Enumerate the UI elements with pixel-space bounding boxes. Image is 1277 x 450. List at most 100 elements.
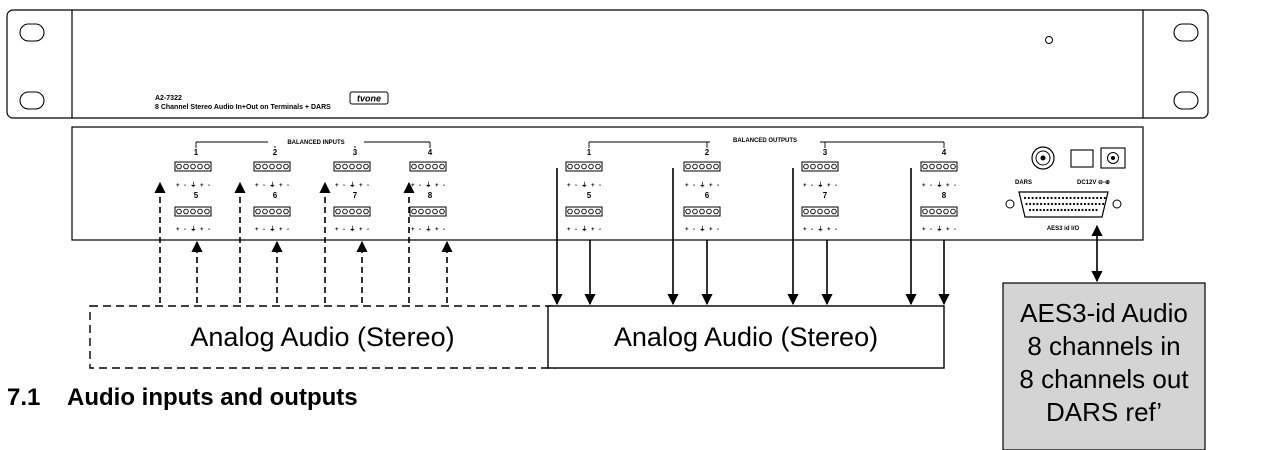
dsub-pin xyxy=(1098,202,1101,206)
svg-text:+ - ⏚ + -: + - ⏚ + - xyxy=(685,226,720,233)
dsub-pin xyxy=(1099,196,1103,200)
dsub-pin xyxy=(1058,196,1061,200)
output-channel-5: 5 xyxy=(587,191,592,200)
balanced-outputs-title: BALANCED OUTPUTS xyxy=(733,138,797,144)
svg-text:+ - ⏚ + -: + - ⏚ + - xyxy=(255,182,290,189)
dsub-pin xyxy=(1049,208,1053,212)
dsub-pin xyxy=(1094,202,1097,206)
dsub-pin xyxy=(1083,202,1086,206)
dsub-pin xyxy=(1061,196,1065,200)
dsub-pin xyxy=(1036,202,1039,206)
dsub-pin xyxy=(1096,196,1099,200)
dsub-pin xyxy=(1061,202,1065,206)
dsub-pin xyxy=(1065,202,1068,206)
output-channel-7: 7 xyxy=(823,191,828,200)
svg-text:+ - ⏚ + -: + - ⏚ + - xyxy=(411,182,446,189)
dsub-pin xyxy=(1032,202,1035,206)
output-channel-1: 1 xyxy=(587,148,592,157)
section-title: Audio inputs and outputs xyxy=(67,384,358,411)
dsub-pin xyxy=(1046,196,1049,200)
analog-in-label: Analog Audio (Stereo) xyxy=(190,322,455,352)
dsub-pin xyxy=(1070,208,1074,212)
dsub-pin xyxy=(1074,208,1077,212)
rack-ear-hole-top-left xyxy=(19,23,45,42)
output-channel-6: 6 xyxy=(705,191,710,200)
dsub-pin xyxy=(1080,196,1084,200)
front-panel: A2-7322 8 Channel Stereo Audio In+Out on… xyxy=(6,9,1209,119)
dsub-pin xyxy=(1060,208,1063,212)
output-channel-3: 3 xyxy=(823,148,828,157)
svg-text:+ - ⏚ + -: + - ⏚ + - xyxy=(803,182,838,189)
power-led xyxy=(1045,36,1053,44)
dsub-pin xyxy=(1040,202,1043,206)
aes-io-label: AES3 id I/O xyxy=(1047,226,1080,232)
dsub-pin xyxy=(1058,202,1061,206)
dsub-pin xyxy=(1065,196,1068,200)
dsub-pin xyxy=(1091,208,1095,212)
dsub-pin xyxy=(1050,202,1054,206)
rack-ear-hole-bottom-left xyxy=(19,91,45,110)
dsub-pin xyxy=(1042,208,1046,212)
pin-labels: + - ⏚ + - + - ⏚ + - + - ⏚ + - + - ⏚ + - … xyxy=(176,182,957,233)
dsub-pin xyxy=(1056,208,1060,212)
rack-ear-hole-bottom-right xyxy=(1173,91,1199,110)
input-channel-2: 2 xyxy=(273,148,278,157)
svg-text:+ - ⏚ + -: + - ⏚ + - xyxy=(411,226,446,233)
dsub-pin xyxy=(1069,196,1072,200)
aes-info-line-2: 8 channels in xyxy=(1027,331,1181,361)
dsub-pin xyxy=(1080,202,1083,206)
input-arrows xyxy=(154,181,453,303)
svg-text:+ - ⏚ + -: + - ⏚ + - xyxy=(922,226,957,233)
dsub-pin xyxy=(1042,196,1046,200)
aes-info-line-4: DARS ref’ xyxy=(1045,397,1163,427)
aes-info-text: AES3-id Audio 8 channels in 8 channels o… xyxy=(1003,297,1205,429)
dsub-pin xyxy=(1035,208,1039,212)
rear-panel: BALANCED INPUTS BALANCED OUTPUTS 1 2 3 4… xyxy=(71,126,1144,241)
svg-text:+ - ⏚ + -: + - ⏚ + - xyxy=(335,182,370,189)
dsub-pin xyxy=(1043,202,1046,206)
dsub-pin xyxy=(1054,202,1057,206)
svg-text:+ - ⏚ + -: + - ⏚ + - xyxy=(255,226,290,233)
input-channel-6: 6 xyxy=(273,191,278,200)
dsub-pin xyxy=(1023,196,1027,200)
dsub-pin xyxy=(1077,208,1081,212)
section-number: 7.1 xyxy=(7,384,41,411)
dsub-pin xyxy=(1063,208,1067,212)
svg-text:+ - ⏚ + -: + - ⏚ + - xyxy=(176,226,211,233)
output-channel-2: 2 xyxy=(705,148,710,157)
dsub-pin xyxy=(1072,202,1076,206)
input-channel-4: 4 xyxy=(428,148,433,157)
aes-info-box xyxy=(1002,282,1206,450)
svg-text:+ - ⏚ + -: + - ⏚ + - xyxy=(335,226,370,233)
brand-logo: tvone xyxy=(349,91,389,105)
aes-info-line-3: 8 channels out xyxy=(1019,364,1189,394)
dc-power-label: DC12V ⊖-⊕ xyxy=(1077,180,1110,186)
dsub-pin xyxy=(1029,202,1032,206)
model-description: 8 Channel Stereo Audio In+Out on Termina… xyxy=(155,104,331,111)
dsub-pin xyxy=(1053,208,1056,212)
dsub-pin xyxy=(1067,208,1070,212)
dsub-pin xyxy=(1073,196,1076,200)
rack-ear-hole-top-right xyxy=(1173,23,1199,42)
svg-text:+ - ⏚ + -: + - ⏚ + - xyxy=(922,182,957,189)
dsub-pin xyxy=(1102,202,1105,206)
section-heading: 7.1 Audio inputs and outputs xyxy=(7,384,358,412)
balanced-inputs-title: BALANCED INPUTS xyxy=(287,140,344,146)
dsub-pin xyxy=(1069,202,1072,206)
dars-bnc-connector: DARS xyxy=(1015,146,1055,186)
aes-dsub-connector: AES3 id I/O xyxy=(1005,191,1122,232)
dsub-pin xyxy=(1092,196,1095,200)
svg-text:+ - ⏚ + -: + - ⏚ + - xyxy=(803,226,838,233)
input-channel-3: 3 xyxy=(353,148,358,157)
dsub-pin xyxy=(1087,202,1090,206)
input-channel-7: 7 xyxy=(353,191,358,200)
model-number: A2-7322 xyxy=(155,95,182,102)
dsub-pin xyxy=(1103,196,1106,200)
dsub-pin xyxy=(1035,196,1038,200)
input-channel-8: 8 xyxy=(428,191,433,200)
dsub-pin xyxy=(1027,196,1030,200)
analog-out-label: Analog Audio (Stereo) xyxy=(613,322,879,352)
balanced-outputs-bracket: BALANCED OUTPUTS xyxy=(588,136,945,148)
dsub-pin xyxy=(1039,208,1042,212)
